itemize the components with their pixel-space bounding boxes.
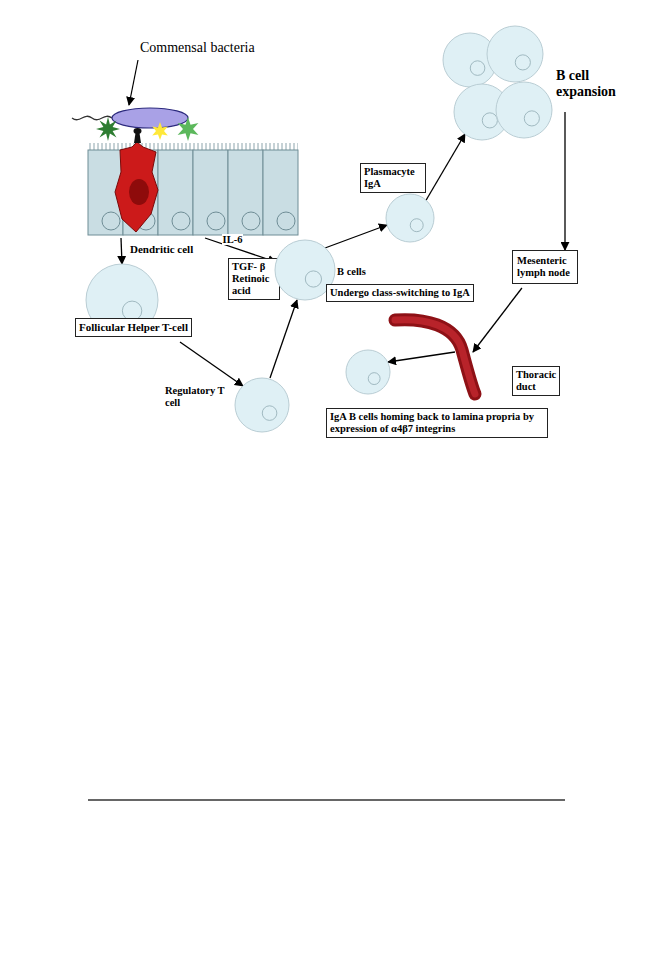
footnote-rule bbox=[88, 799, 565, 801]
antigens bbox=[96, 117, 198, 141]
signal-box: TGF- β Retinoic acid bbox=[228, 258, 282, 301]
edge-label: IL-6 bbox=[222, 234, 244, 245]
box-label: Mesenteric lymph node bbox=[512, 250, 578, 284]
epithelium bbox=[88, 143, 298, 235]
node-shape bbox=[75, 262, 213, 350]
flow-arrow bbox=[473, 288, 522, 352]
flow-arrow bbox=[564, 112, 565, 250]
bacterium bbox=[72, 108, 188, 128]
dendritic-cell-shape bbox=[115, 128, 158, 232]
box-label: Follicular Helper T-cell bbox=[75, 318, 192, 337]
t-cell-node: Follicular Helper T-cell bbox=[75, 262, 213, 350]
node-label: Regulatory T cell bbox=[165, 385, 229, 409]
flow-arrow bbox=[270, 300, 297, 378]
box-label: Plasmacyte IgA bbox=[360, 163, 426, 193]
node-shape bbox=[440, 22, 625, 144]
figure-label: Commensal bacteria bbox=[140, 40, 255, 56]
leader-arrow bbox=[129, 60, 138, 105]
node-label: Dendritic cell bbox=[130, 243, 193, 256]
box-label: Thoracic duct bbox=[512, 366, 560, 396]
plasma-cell-node: Plasmacyte IgA bbox=[358, 160, 438, 242]
homing-node: IgA B cells homing back to lamina propri… bbox=[325, 346, 563, 446]
flow-arrow bbox=[425, 134, 465, 202]
note-box: Undergo class-switching to IgA bbox=[326, 284, 474, 303]
flow-arrow bbox=[388, 352, 455, 362]
cell-cluster: B cell expansion bbox=[440, 22, 626, 144]
node-label: B cell expansion bbox=[556, 68, 626, 100]
box-label: Undergo class-switching to IgA bbox=[326, 284, 474, 302]
node-shape bbox=[165, 375, 295, 437]
dendritic-cell: Dendritic cell bbox=[108, 148, 215, 258]
t-cell-node: Regulatory T cell bbox=[165, 375, 295, 437]
thoracic-duct: Thoracic duct bbox=[385, 312, 563, 407]
node-label: B cells bbox=[337, 266, 366, 278]
flow-arrow bbox=[325, 225, 387, 248]
flow-arrow bbox=[180, 342, 243, 386]
organ-box: Mesenteric lymph node bbox=[512, 250, 578, 285]
box-label: IgA B cells homing back to lamina propri… bbox=[326, 408, 548, 438]
box-label: TGF- β Retinoic acid bbox=[228, 258, 280, 300]
flow-arrow bbox=[121, 238, 122, 264]
